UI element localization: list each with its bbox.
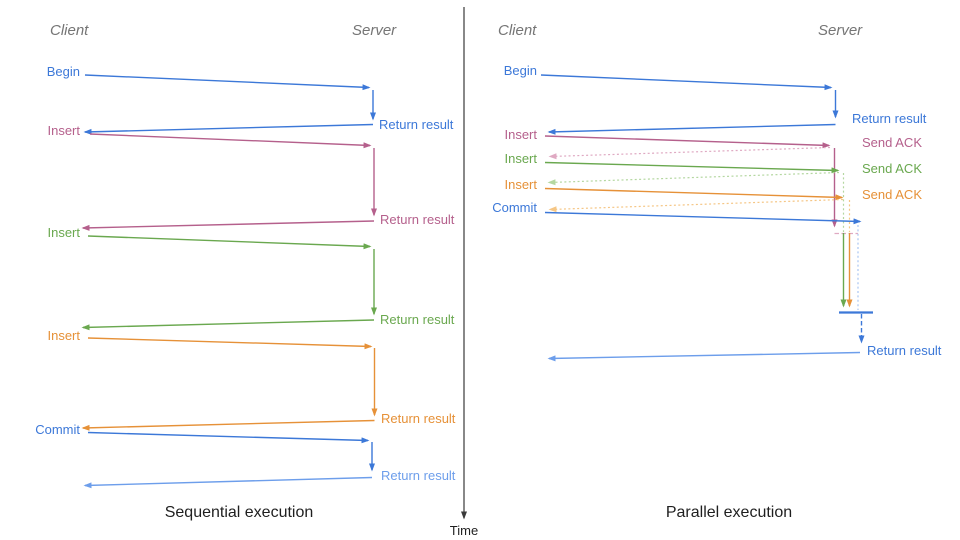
par-commit-return-label: Return result <box>867 343 942 358</box>
par-insert3-ack-arrow <box>548 198 844 213</box>
par-insert1-request-arrow <box>544 135 831 149</box>
par-begin-request-arrow <box>540 74 833 91</box>
par-insert2-ack-label: Send ACK <box>862 161 922 176</box>
par-commit-label: Commit <box>492 200 537 215</box>
seq-server-heading: Server <box>352 22 397 39</box>
seq-insert1-request-arrow <box>89 133 372 149</box>
par-begin-label: Begin <box>503 63 537 78</box>
par-client-heading: Client <box>498 22 537 39</box>
time-axis-label: Time <box>449 523 479 538</box>
par-insert3-ack-label: Send ACK <box>862 187 922 202</box>
seq-commit-return-arrow <box>83 476 373 489</box>
seq-insert2-return-arrow <box>81 319 375 331</box>
seq-client-heading: Client <box>50 22 89 39</box>
seq-insert2-label: Insert <box>47 225 80 240</box>
seq-commit-return-label: Return result <box>381 468 456 483</box>
par-caption: Parallel execution <box>665 504 793 521</box>
seq-insert2-return-label: Return result <box>380 312 455 327</box>
par-insert1-ack-arrow <box>548 146 831 160</box>
seq-insert3-label: Insert <box>47 328 80 343</box>
seq-insert1-label: Insert <box>47 123 80 138</box>
seq-insert1-return-arrow <box>81 220 375 231</box>
par-commit-return-arrow <box>547 351 861 362</box>
seq-begin-label: Begin <box>46 64 80 79</box>
par-commit-request-arrow <box>544 211 862 225</box>
seq-insert1-return-label: Return result <box>380 212 455 227</box>
seq-insert3-return-arrow <box>81 419 375 431</box>
seq-insert3-return-label: Return result <box>381 411 456 426</box>
seq-begin-request-arrow <box>84 74 371 91</box>
par-insert2-ack-arrow <box>547 171 840 186</box>
seq-begin-return-label: Return result <box>379 117 454 132</box>
seq-caption: Sequential execution <box>164 504 314 521</box>
par-begin-return-arrow <box>547 123 836 135</box>
par-insert3-request-arrow <box>544 187 844 201</box>
seq-insert2-request-arrow <box>87 235 372 250</box>
seq-insert3-request-arrow <box>87 337 373 350</box>
par-begin-return-label: Return result <box>852 111 927 126</box>
seq-commit-request-arrow <box>87 431 370 444</box>
par-insert1-ack-label: Send ACK <box>862 135 922 150</box>
par-insert1-label: Insert <box>504 127 537 142</box>
seq-begin-return-arrow <box>83 123 374 135</box>
par-insert3-label: Insert <box>504 177 537 192</box>
par-insert2-label: Insert <box>504 151 537 166</box>
par-server-heading: Server <box>818 22 863 39</box>
seq-commit-label: Commit <box>35 422 80 437</box>
par-insert2-request-arrow <box>544 161 840 174</box>
